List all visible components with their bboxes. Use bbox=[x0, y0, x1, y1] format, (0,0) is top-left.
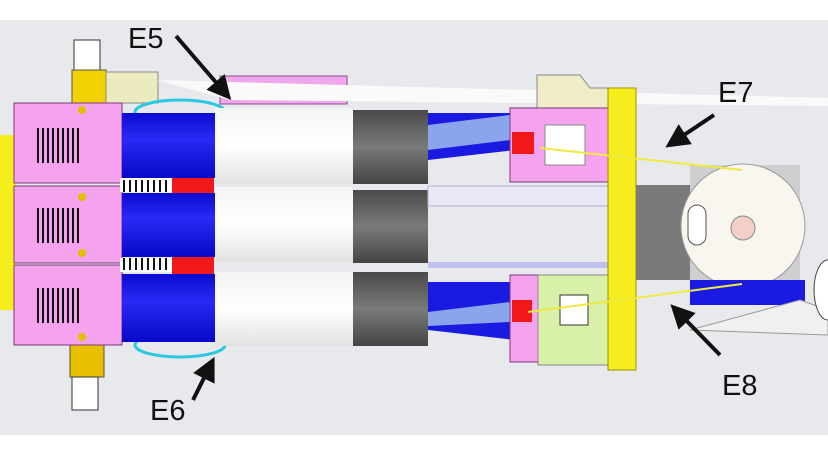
blue-cylinders bbox=[122, 113, 215, 342]
white-cylinders bbox=[215, 108, 353, 346]
label-e8: E8 bbox=[722, 370, 757, 402]
pulley-hub bbox=[730, 215, 756, 241]
label-e6: E6 bbox=[150, 395, 185, 427]
tendon-bottom bbox=[527, 283, 743, 313]
arrow-e5 bbox=[174, 34, 232, 101]
lavender-rod bbox=[427, 185, 611, 207]
tendon-top bbox=[539, 147, 743, 171]
label-e7: E7 bbox=[718, 77, 753, 109]
cable-top bbox=[157, 80, 828, 106]
slot bbox=[687, 204, 707, 246]
springs bbox=[120, 176, 214, 274]
bottom-yellow-post bbox=[69, 344, 105, 378]
label-e5: E5 bbox=[128, 23, 163, 55]
blue-bracket bbox=[690, 280, 805, 305]
arrow-e8 bbox=[670, 304, 722, 357]
arrow-e7 bbox=[665, 113, 716, 148]
cream-block bbox=[105, 71, 159, 104]
red-clamp-top bbox=[512, 132, 534, 154]
left-spring-blocks bbox=[13, 102, 123, 346]
bottom-bolt bbox=[71, 376, 99, 411]
arrow-e6 bbox=[191, 356, 215, 401]
top-bolt bbox=[73, 39, 101, 73]
red-clamp-bottom bbox=[512, 300, 532, 322]
dark-gray-sleeves bbox=[353, 110, 428, 346]
top-yellow-post bbox=[71, 69, 107, 105]
yellow-plate bbox=[607, 87, 637, 371]
yellow-base-left bbox=[0, 135, 16, 310]
